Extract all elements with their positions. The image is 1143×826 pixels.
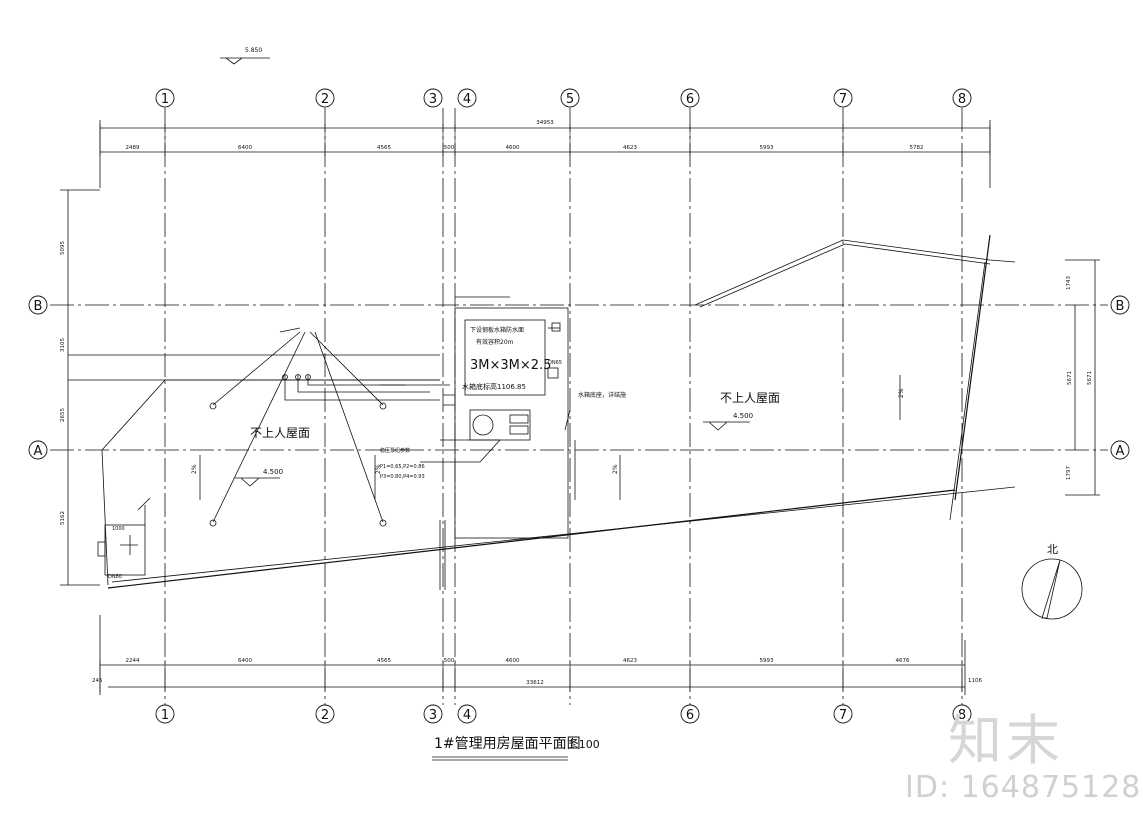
top-dim-7: 5782 xyxy=(910,145,924,151)
top-dim-1: 6400 xyxy=(238,145,252,151)
axis-grid xyxy=(164,108,963,705)
tank-base-ref: 水箱底座，详结施 xyxy=(578,391,626,399)
bottom-dim-6: 5993 xyxy=(760,658,774,664)
axis-bubble-7 xyxy=(833,704,853,724)
top-dim-total: 34953 xyxy=(536,120,554,126)
water-tank-size: 3M×3M×2.5 xyxy=(470,358,551,373)
axis-bubble-3 xyxy=(423,704,443,724)
axis-label-A: A xyxy=(1116,444,1125,459)
roof-label-right: 不上人屋面 xyxy=(720,391,780,405)
axis-label-2: 2 xyxy=(321,708,329,723)
bottom-dim-total: 33612 xyxy=(526,680,544,686)
slope-1: 2% xyxy=(191,464,198,474)
axis-label-4: 4 xyxy=(463,92,471,107)
elevation-right: 4.500 xyxy=(733,412,753,420)
axis-bubble-6 xyxy=(680,88,700,108)
axis-bubble-A xyxy=(28,440,48,460)
axis-label-1: 1 xyxy=(161,92,169,107)
top-dim-6: 5993 xyxy=(760,145,774,151)
axis-label-3: 3 xyxy=(429,92,437,107)
axis-label-3: 3 xyxy=(429,708,437,723)
roof-label-left: 不上人屋面 xyxy=(250,426,310,440)
axis-bubble-A xyxy=(1110,440,1130,460)
axis-bubble-1 xyxy=(155,704,175,724)
top-elevation-text: 5.850 xyxy=(245,47,262,54)
bottom-dim-left: 245 xyxy=(92,678,103,684)
axis-bubble-7 xyxy=(833,88,853,108)
bottom-dim-0: 2244 xyxy=(126,658,140,664)
top-dim-5: 4623 xyxy=(623,145,637,151)
watermark-logo: 知末 xyxy=(948,709,1064,772)
tank-base-elev: 水箱底标高1106.85 xyxy=(462,382,526,391)
top-dim-0: 2489 xyxy=(126,145,140,151)
left-dim-3: 5162 xyxy=(60,511,66,525)
left-dim-1: 3105 xyxy=(60,338,66,352)
axis-label-2: 2 xyxy=(321,92,329,107)
axis-label-1: 1 xyxy=(161,708,169,723)
top-dim-2: 4565 xyxy=(377,145,391,151)
axis-bubble-8 xyxy=(952,88,972,108)
right-dim-2: 5671 xyxy=(1087,371,1093,385)
axis-label-5: 5 xyxy=(566,92,574,107)
left-box-dim: 1000 xyxy=(112,526,125,532)
axis-label-6: 6 xyxy=(686,708,694,723)
axis-bubble-B xyxy=(28,295,48,315)
axis-bubble-1 xyxy=(155,88,175,108)
axis-label-A: A xyxy=(34,444,43,459)
right-dim-3: 1797 xyxy=(1066,466,1072,480)
axis-bubble-4 xyxy=(457,704,477,724)
axis-bubble-8 xyxy=(952,704,972,724)
left-dim-2: 2655 xyxy=(60,408,66,422)
drawing-title: 1#管理用房屋面平面图 xyxy=(434,736,581,752)
slope-2: 2% xyxy=(375,464,382,474)
axis-label-8: 8 xyxy=(958,92,966,107)
axis-bubble-2 xyxy=(315,704,335,724)
axis-label-4: 4 xyxy=(463,708,471,723)
left-box-label: DN80 xyxy=(108,574,122,580)
axis-label-6: 6 xyxy=(686,92,694,107)
plan-linework xyxy=(50,57,1108,761)
dimension-texts: 2489 6400 4565 500 4600 4623 5993 5782 34953 2244… xyxy=(60,120,1093,692)
axis-bubble-6 xyxy=(680,704,700,724)
north-label: 北 xyxy=(1047,543,1058,556)
tank-note-2: 有效容积20m xyxy=(476,338,514,346)
axis-label-7: 7 xyxy=(839,708,847,723)
axis-label-8: 8 xyxy=(958,708,966,723)
bottom-dim-4: 4600 xyxy=(506,658,520,664)
drawing-scale: 1:100 xyxy=(568,738,600,751)
left-dim-0: 5095 xyxy=(60,241,66,255)
bottom-dim-7: 4676 xyxy=(896,658,910,664)
axis-bubble-4 xyxy=(457,88,477,108)
pump-note-1: 稳压泵组参数 xyxy=(380,447,410,454)
slope-3: 2% xyxy=(612,464,619,474)
watermark-id: ID: 164875128 xyxy=(905,770,1142,805)
bottom-dim-5: 4623 xyxy=(623,658,637,664)
axis-bubble-5 xyxy=(560,88,580,108)
bottom-dim-3: 500 xyxy=(444,658,455,664)
axis-label-B: B xyxy=(1116,299,1125,314)
top-dim-3: 500 xyxy=(444,145,455,151)
bottom-dim-right: 1106 xyxy=(968,678,982,684)
slope-4: 2% xyxy=(898,388,905,398)
right-dim-1: 5671 xyxy=(1067,371,1073,385)
pump-note-2: P1=0.65,P2=0.86 xyxy=(380,464,425,470)
bottom-dim-1: 6400 xyxy=(238,658,252,664)
pump-note-3: P3=0.80,P4=0.93 xyxy=(380,474,425,480)
right-dim-0: 1743 xyxy=(1066,276,1072,290)
axis-bubble-3 xyxy=(423,88,443,108)
axis-label-B: B xyxy=(34,299,43,314)
axis-bubble-2 xyxy=(315,88,335,108)
elevation-left: 4.500 xyxy=(263,468,283,476)
valve-label: DN65 xyxy=(548,360,562,366)
tank-note-1: 下设钢板水箱防水面 xyxy=(470,326,524,334)
top-dim-4: 4600 xyxy=(506,145,520,151)
axis-label-7: 7 xyxy=(839,92,847,107)
bottom-dim-2: 4565 xyxy=(377,658,391,664)
axis-bubble-B xyxy=(1110,295,1130,315)
